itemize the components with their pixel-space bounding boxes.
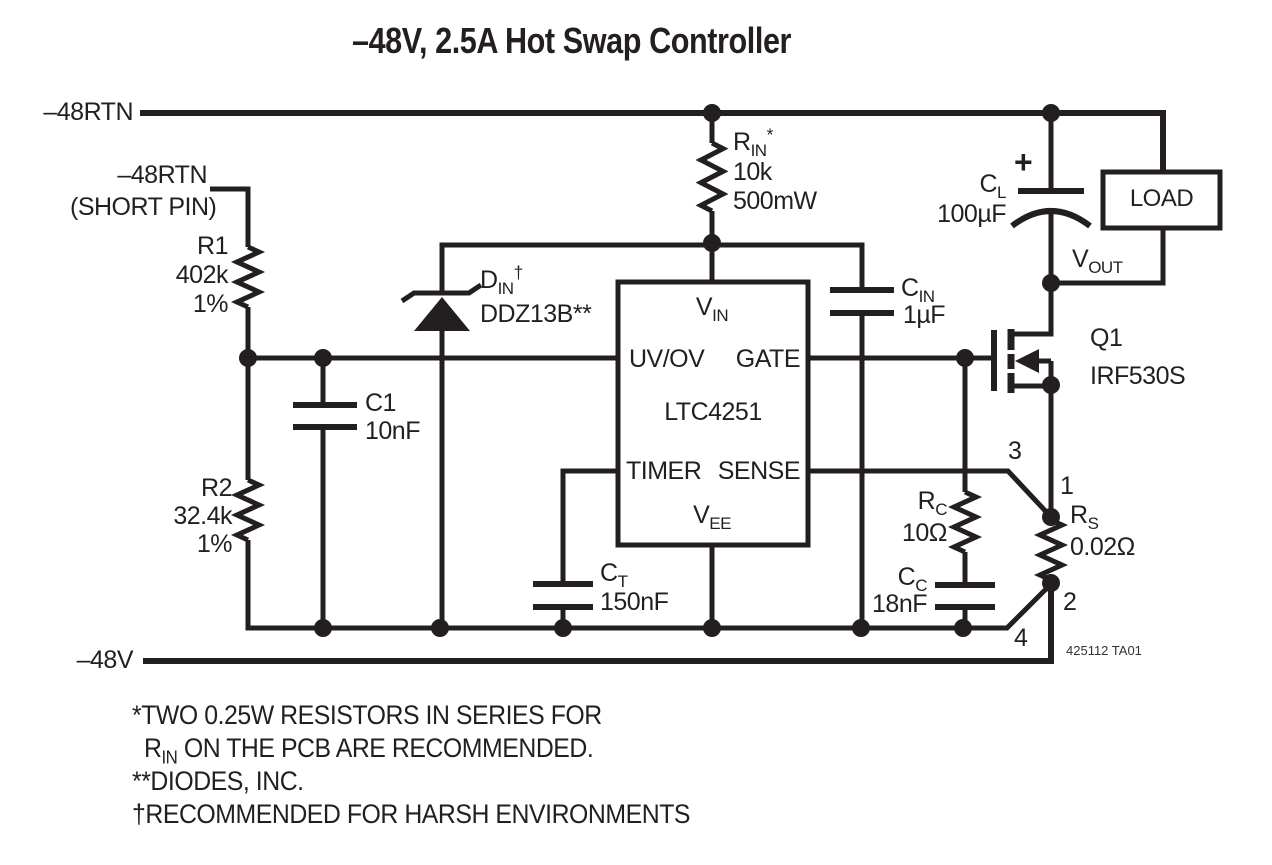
r1-name: R1 bbox=[197, 232, 228, 260]
circuit-wires bbox=[140, 110, 1166, 664]
vout-label: VOUT bbox=[1072, 245, 1123, 277]
junction-dots bbox=[239, 104, 1060, 637]
c1-value: 10nF bbox=[365, 417, 420, 445]
ic-pin-sense: SENSE bbox=[717, 457, 801, 485]
footnote-line-1: *TWO 0.25W RESISTORS IN SERIES FOR bbox=[132, 700, 602, 730]
cc-name: CC bbox=[897, 563, 928, 595]
rc-name: RC bbox=[917, 487, 948, 519]
rs-name: RS bbox=[1070, 501, 1099, 533]
cin-symbol bbox=[830, 287, 894, 316]
rail-label-48v: –48V bbox=[76, 646, 134, 674]
cin-value: 1µF bbox=[903, 301, 946, 329]
r2-tolerance: 1% bbox=[196, 530, 233, 558]
ct-value: 150nF bbox=[600, 588, 669, 616]
ic-pin-timer: TIMER bbox=[626, 457, 702, 485]
ic-pin-vin: VIN bbox=[695, 293, 729, 325]
rail-48v bbox=[143, 584, 1054, 664]
rs-pin2-label: 2 bbox=[1063, 588, 1077, 616]
cl-value: 100µF bbox=[937, 200, 1006, 228]
rs-pin4-label: 4 bbox=[1014, 624, 1028, 652]
rs-pin3-label: 3 bbox=[1008, 437, 1022, 465]
r1-symbol bbox=[230, 244, 266, 310]
zener-anode-triangle bbox=[414, 297, 470, 331]
ct-name: CT bbox=[600, 559, 628, 591]
rc-value: 10Ω bbox=[902, 519, 948, 547]
figure-id: 425112 TA01 bbox=[1066, 643, 1142, 658]
ic-body bbox=[615, 279, 811, 548]
rin-power: 500mW bbox=[733, 187, 817, 215]
cl-polarity-plus: + bbox=[1014, 144, 1033, 180]
cin-name: CIN bbox=[901, 274, 935, 306]
wire-shortpin bbox=[210, 186, 251, 247]
rail-label-48rtn-short: –48RTN bbox=[117, 161, 207, 189]
rs-symbol bbox=[1033, 517, 1069, 583]
ct-symbol bbox=[533, 581, 593, 610]
load-box bbox=[1100, 169, 1223, 231]
c1-symbol bbox=[293, 402, 357, 430]
ic-pin-uvov: UV/OV bbox=[629, 345, 705, 373]
c1-name: C1 bbox=[365, 389, 396, 417]
r2-name: R2 bbox=[201, 474, 232, 502]
din-part: DDZ13B** bbox=[480, 300, 592, 328]
bus-vee bbox=[245, 540, 1053, 631]
rin-symbol bbox=[695, 140, 729, 214]
ic-pin-gate: GATE bbox=[735, 345, 801, 373]
rin-value: 10k bbox=[733, 158, 772, 186]
zener-cathode-bar bbox=[400, 282, 483, 304]
footnote-line-2: RIN ON THE PCB ARE RECOMMENDED. bbox=[143, 733, 594, 768]
rail-label-48rtn: –48RTN bbox=[43, 98, 133, 126]
footnote-line-4: †RECOMMENDED FOR HARSH ENVIRONMENTS bbox=[132, 799, 691, 829]
r2-value: 32.4k bbox=[173, 502, 232, 530]
footnote-line-3: **DIODES, INC. bbox=[132, 766, 304, 796]
rs-value: 0.02Ω bbox=[1070, 533, 1135, 561]
din-name: DIN† bbox=[480, 262, 523, 298]
rail-48rtn bbox=[140, 110, 1166, 172]
load-label: LOAD bbox=[1129, 185, 1194, 212]
rs-pin1-label: 1 bbox=[1060, 472, 1074, 500]
footnotes: *TWO 0.25W RESISTORS IN SERIES FOR RIN O… bbox=[132, 699, 690, 831]
wire-vin-node bbox=[439, 242, 865, 292]
r1-value: 402k bbox=[175, 261, 229, 289]
page-title: –48V, 2.5A Hot Swap Controller bbox=[352, 20, 792, 61]
cl-symbol bbox=[1010, 188, 1092, 229]
wire-load-to-vout bbox=[1051, 228, 1166, 286]
q1-name: Q1 bbox=[1090, 324, 1123, 352]
mosfet-symbol bbox=[991, 283, 1054, 517]
rc-symbol bbox=[947, 489, 983, 555]
cc-symbol bbox=[935, 582, 995, 610]
rail-label-short-pin: (SHORT PIN) bbox=[70, 193, 217, 221]
cl-name: CL bbox=[979, 170, 1006, 202]
q1-part: IRF530S bbox=[1090, 362, 1186, 390]
rin-name: RIN* bbox=[733, 124, 773, 160]
ic-part-number: LTC4251 bbox=[664, 398, 762, 426]
cc-value: 18nF bbox=[872, 590, 927, 618]
mosfet-drain bbox=[1014, 283, 1054, 337]
r2-symbol bbox=[230, 477, 266, 543]
ic-pin-vee: VEE bbox=[693, 501, 731, 533]
zener-diode-symbol bbox=[400, 282, 483, 331]
wire-timer bbox=[560, 468, 618, 584]
r1-tolerance: 1% bbox=[192, 290, 229, 318]
mosfet-body-arrow bbox=[1015, 349, 1039, 373]
